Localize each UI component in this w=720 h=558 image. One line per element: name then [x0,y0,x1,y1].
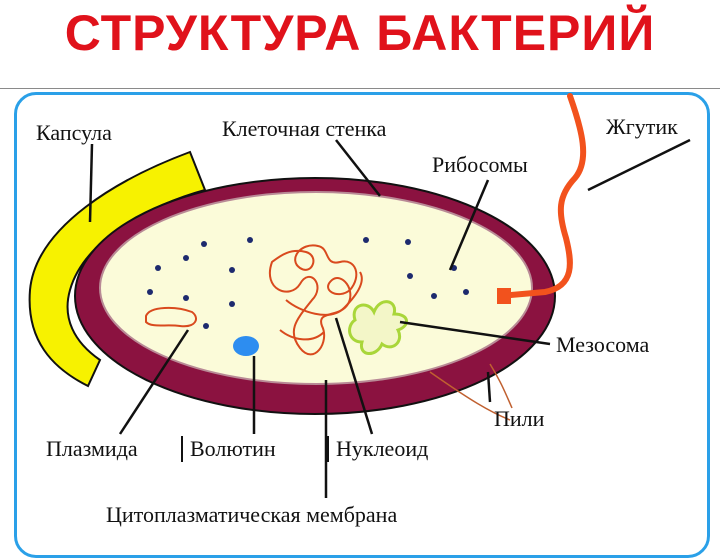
leader-lines [88,138,691,498]
pili-label: Пили [494,406,545,431]
pili-shape-2 [489,363,513,409]
plasmid-label: Плазмида [46,436,138,461]
volutin-shape [233,336,259,356]
volutin-label: Волютин [190,436,276,461]
mesosome-label: Мезосома [556,332,650,357]
cell-wall-label: Клеточная стенка [222,116,387,141]
title-divider [0,88,720,89]
nucleoid-shape [268,244,363,356]
flagellum-shape [497,93,587,299]
page-title: СТРУКТУРА БАКТЕРИЙ [64,5,656,61]
capsule-label: Капсула [36,120,112,145]
nucleoid-label: Нуклеоид [336,436,428,461]
flagellum-base [497,288,511,304]
pili-shape [429,371,511,421]
cytoplasmic-membrane-label: Цитоплазматическая мембрана [106,502,397,527]
cytoplasm-shape [99,191,533,385]
bacteria-structure-diagram: Капсула Клеточная стенка Жгутик Рибосомы… [28,93,691,527]
mesosome-shape [348,300,408,355]
flagellum-label: Жгутик [606,114,678,139]
plasmid-shape [145,306,197,328]
ribosomes-group [147,237,469,329]
ribosomes-label: Рибосомы [432,152,528,177]
